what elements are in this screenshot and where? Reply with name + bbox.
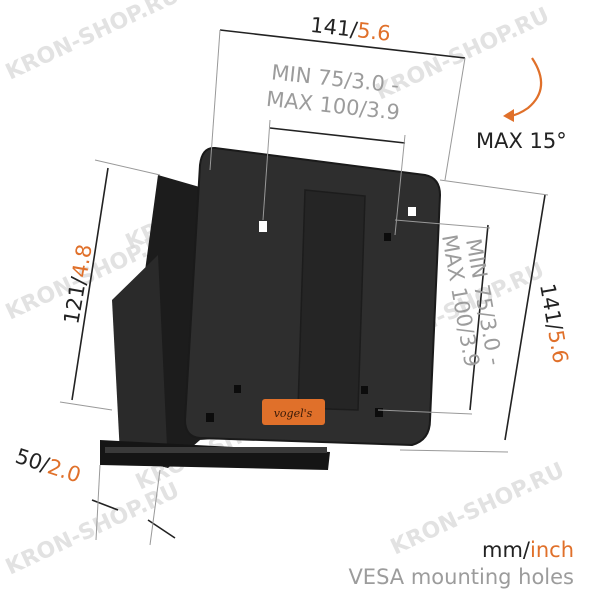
mounting-hole: [408, 207, 416, 216]
vogels-logo-text: vogel's: [274, 407, 313, 420]
vesa-caption: VESA mounting holes: [348, 565, 574, 589]
legend: mm/inch VESA mounting holes: [348, 538, 574, 589]
dimension-right-height-label: 141/5.6: [535, 282, 573, 366]
dimension-depth-label: 50/2.0: [12, 444, 83, 488]
mounting-hole: [375, 408, 383, 417]
watermark-2: KRON-SHOP.RU: [372, 3, 553, 105]
dimension-top-width: 141/5.6: [209, 13, 466, 181]
mounting-hole: [384, 233, 391, 241]
watermark-6: KRON-SHOP.RU: [2, 478, 183, 580]
mounting-hole: [361, 386, 368, 394]
vogels-logo: [262, 399, 325, 425]
tilt-label: MAX 15°: [476, 129, 567, 153]
dimension-depth: 50/2.0: [12, 444, 176, 546]
dimension-right-height: 141/5.6: [399, 179, 573, 453]
mounting-hole: [206, 413, 214, 422]
mounting-hole: [234, 385, 241, 393]
watermark-1: KRON-SHOP.RU: [2, 0, 183, 85]
units-label: mm/inch: [482, 538, 574, 562]
dimension-left-height-label: 121/4.8: [59, 242, 97, 326]
dimension-left-height: 121/4.8: [59, 159, 161, 411]
dimension-top-width-label: 141/5.6: [309, 13, 392, 46]
mounting-plate: vogel's: [183, 146, 442, 447]
mounting-hole: [259, 221, 267, 232]
tilt-indicator: MAX 15°: [476, 57, 567, 153]
